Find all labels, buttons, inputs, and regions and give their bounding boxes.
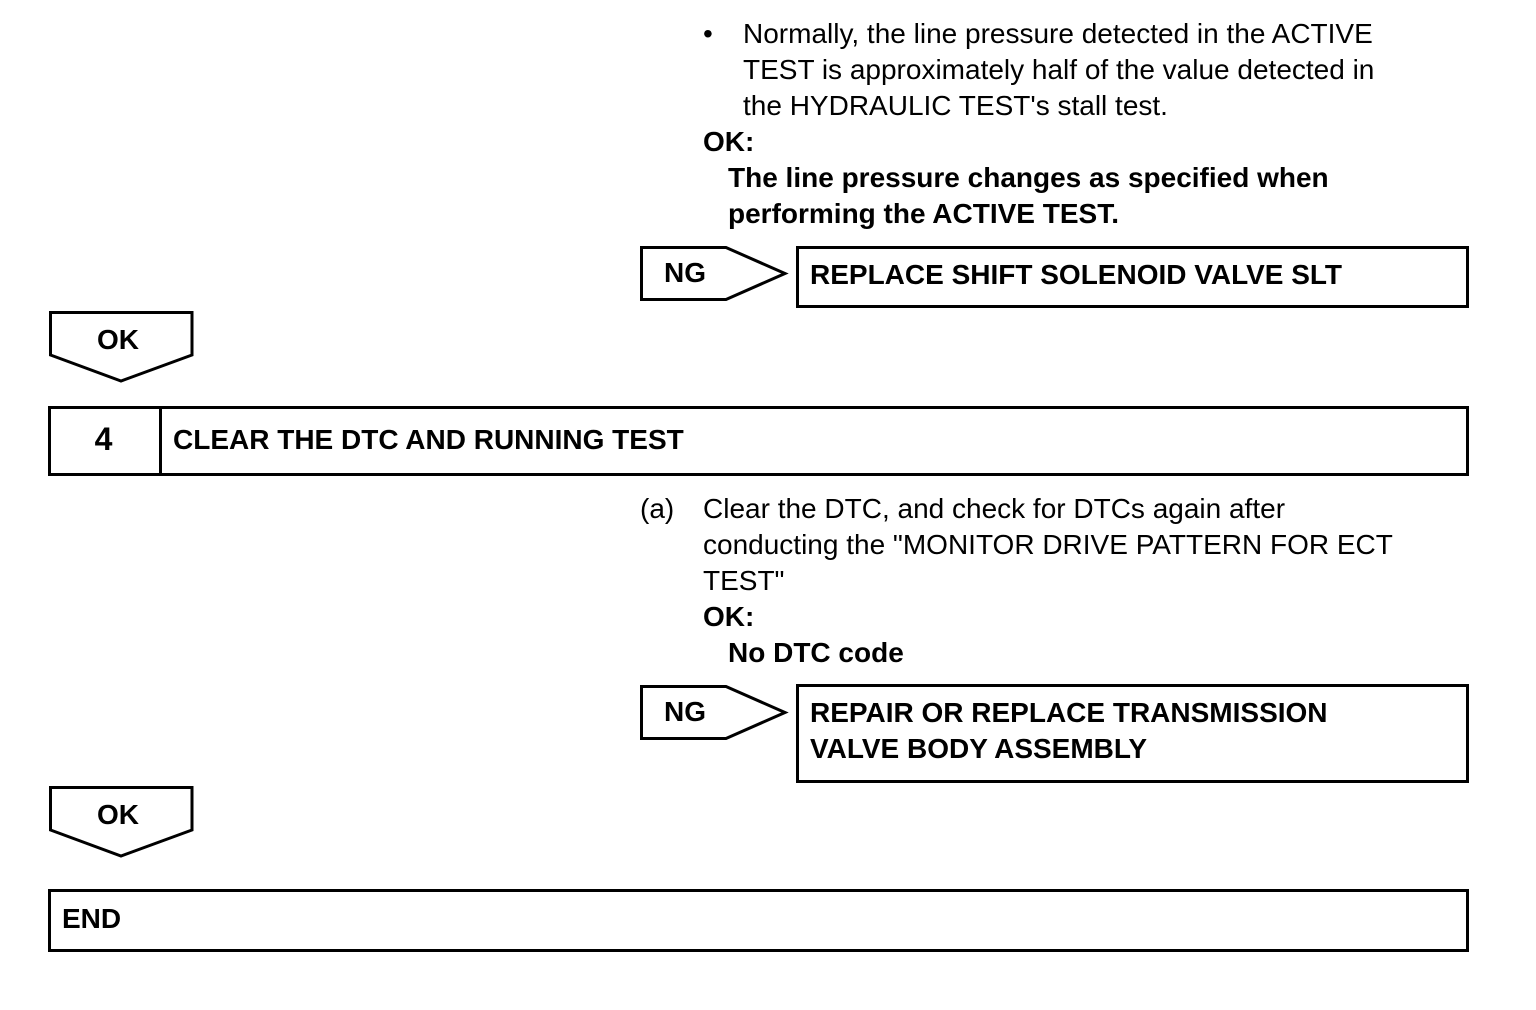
ok-label: OK: — [703, 126, 755, 157]
ng-action-text: REPLACE SHIFT SOLENOID VALVE SLT — [810, 259, 1343, 290]
step-4-divider — [159, 409, 162, 473]
step4-ng-label: NG — [664, 696, 706, 727]
step4-ok-down-arrow — [49, 786, 194, 858]
ng-action-box — [796, 246, 1469, 308]
step4-ng-action-line-1: REPAIR OR REPLACE TRANSMISSION — [810, 697, 1328, 728]
step4-ok-label: OK: — [703, 601, 755, 632]
note-line-3: the HYDRAULIC TEST's stall test. — [743, 90, 1168, 121]
note-bullet: • — [703, 18, 713, 49]
ng-arrow-shape — [640, 246, 789, 301]
step4-ng-arrow-shape — [640, 685, 789, 740]
step-number: 4 — [94, 421, 113, 457]
end-label: END — [62, 903, 122, 934]
ng-label: NG — [664, 257, 706, 288]
step4-ok-criteria: No DTC code — [728, 637, 904, 668]
step4-ng-action-line-2: VALVE BODY ASSEMBLY — [810, 733, 1148, 764]
note-line-2: TEST is approximately half of the value … — [743, 54, 1375, 85]
step4-ok-arrow-label: OK — [97, 799, 139, 830]
step4-ng-action-box — [796, 684, 1469, 783]
substep-line-3: TEST" — [703, 565, 785, 596]
ok-criteria-line-1: The line pressure changes as specified w… — [728, 162, 1329, 193]
substep-marker: (a) — [640, 493, 675, 524]
substep-line-2: conducting the "MONITOR DRIVE PATTERN FO… — [703, 529, 1393, 560]
ok-criteria-line-2: performing the ACTIVE TEST. — [728, 198, 1119, 229]
ok-arrow-label: OK — [97, 324, 139, 355]
ok-down-arrow — [49, 311, 194, 383]
end-box — [48, 889, 1469, 952]
substep-line-1: Clear the DTC, and check for DTCs again … — [703, 493, 1286, 524]
step-title: CLEAR THE DTC AND RUNNING TEST — [173, 424, 684, 455]
step-4-header — [48, 406, 1469, 476]
note-line-1: Normally, the line pressure detected in … — [743, 18, 1373, 49]
